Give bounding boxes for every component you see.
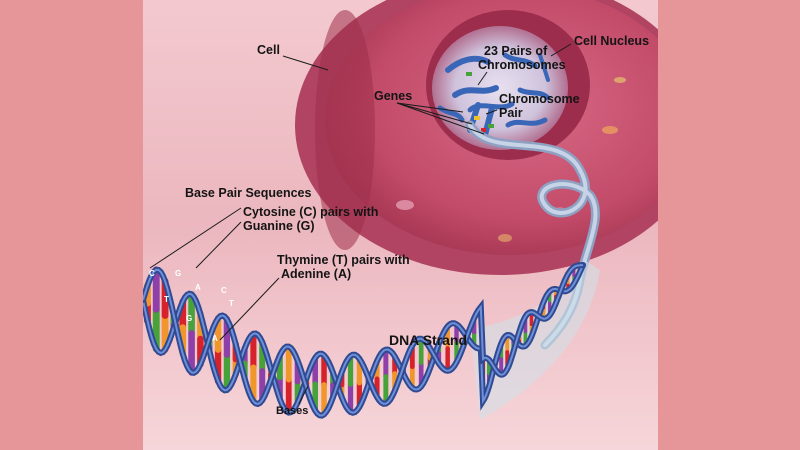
base-letter: A [212,334,218,343]
base-letter: C [221,286,227,295]
leader-lines [149,43,572,405]
thymine-leader [219,277,280,341]
label-base-pair-sequences: Base Pair Sequences [185,186,312,200]
dna-backbone-1-highlight [143,264,584,414]
gene-marker [488,124,494,128]
illustration-frame: C G A C T T G A [143,0,658,450]
label-chromosome-pair-1: Chromosome [499,92,580,106]
label-chromosomes-2: Chromosomes [478,58,566,72]
label-dna-strand: DNA Strand [389,332,467,348]
chromosomes-leader [477,71,488,86]
organelle [396,200,414,210]
chromosome-pair-leader [485,109,498,115]
dna-illustration: C G A C T T G A [143,0,658,450]
base-letter: T [164,295,169,304]
genes-leader [396,102,464,113]
label-cell: Cell [257,43,280,57]
base-letter: C [149,269,155,278]
organelle [602,126,618,134]
label-cell-nucleus: Cell Nucleus [574,34,649,48]
cell-nucleus [426,10,590,160]
gene-marker [481,128,486,132]
chromosome [505,117,548,128]
genes-leader [396,102,485,135]
nucleus-leader [550,43,572,57]
chromosome [445,55,491,73]
dna-helix [143,262,586,419]
label-chromosome-pair-2: Pair [499,106,523,120]
gene-marker [474,116,480,120]
cytosine-leader [149,207,242,269]
label-genes: Genes [374,89,412,103]
label-cytosine-2: Guanine (G) [243,219,315,233]
organelle [498,234,512,242]
label-chromosomes-1: 23 Pairs of [484,44,548,58]
chromosome [502,52,538,69]
label-cytosine-1: Cytosine (C) pairs with [243,205,378,219]
base-letter: G [175,269,181,278]
dna-sheath [470,260,600,420]
gene-markers [466,72,494,132]
label-bases: Bases [276,405,308,417]
chromosome [517,87,551,101]
base-letters: C G A C T T G A [149,269,234,343]
label-thymine-1: Thymine (T) pairs with [277,253,410,267]
labels: Cell Cell Nucleus 23 Pairs of Chromosome… [185,34,649,417]
cell-edge-shading [315,10,375,250]
organelle [614,77,626,83]
gene-marker [466,72,472,76]
cell-leader [282,55,329,71]
dna-backbone-2-highlight [143,264,584,417]
chromosome [538,53,550,82]
genes-leader [396,102,473,125]
base-letter: G [186,314,192,323]
label-thymine-2: Adenine (A) [281,267,351,281]
cytosine-leader [195,221,242,269]
base-letter: A [195,283,201,292]
base-letter: T [229,299,234,308]
bases-leader [298,385,309,405]
chromosome [452,85,499,98]
